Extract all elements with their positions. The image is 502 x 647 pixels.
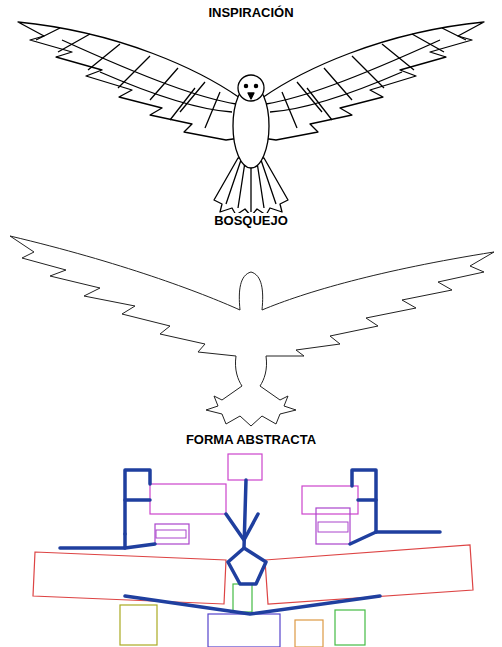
section-heading: BOSQUEJO — [211, 213, 291, 228]
dove-sketch — [10, 236, 494, 426]
section-heading: FORMA ABSTRACTA — [183, 432, 319, 447]
abstract-form — [33, 454, 473, 647]
section-heading: INSPIRACIÓN — [205, 5, 296, 20]
dove-drawing — [18, 22, 484, 216]
